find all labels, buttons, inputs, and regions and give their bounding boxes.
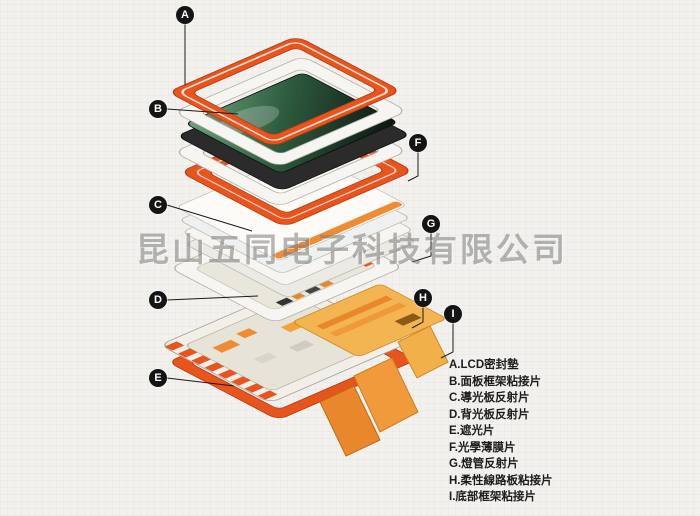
label-badge-i: I <box>444 305 462 323</box>
frame-pad <box>288 340 314 352</box>
connector-line-g <box>411 233 432 263</box>
connector-line-i <box>440 323 454 359</box>
label-badge-d: D <box>149 291 167 309</box>
flex-ribbons <box>319 325 449 457</box>
legend-item-e: E.遮光片 <box>449 425 495 437</box>
stripe <box>204 362 225 372</box>
label-badge-h: H <box>414 289 432 307</box>
component <box>303 285 321 294</box>
legend-item-b: B.面板框架粘接片 <box>449 375 541 388</box>
label-badge-c: C <box>149 196 167 214</box>
legend-item-d: D.背光板反射片 <box>449 408 530 421</box>
legend-item-h: H.柔性線路板粘接片 <box>449 474 553 487</box>
legend-item-c: C.導光板反射片 <box>449 392 530 404</box>
ribbon-center <box>353 357 419 433</box>
ribbon-right <box>397 325 449 379</box>
connector-line-b <box>166 108 239 115</box>
lcd-glass-shape <box>187 73 396 173</box>
connector-line-d <box>166 295 259 301</box>
label-badge-b: B <box>149 100 167 118</box>
stripe <box>257 390 278 400</box>
stripe <box>244 383 265 393</box>
legend-item-i: I.底部框架粘接片 <box>449 491 536 503</box>
stripe <box>231 376 251 386</box>
frame-pad <box>236 328 258 339</box>
stripe-band <box>164 341 278 400</box>
label-badge-e: E <box>149 369 167 387</box>
legend-item-a: A.LCD密封墊 <box>449 359 519 371</box>
label-badge-f: F <box>409 134 427 152</box>
gasket-frame-shape <box>172 38 397 145</box>
layer-flex-circuit <box>294 284 445 357</box>
film-orange-edge <box>272 201 403 259</box>
circuit-trace <box>329 302 407 337</box>
white-frame-shape <box>178 58 403 165</box>
label-badge-g: G <box>422 215 440 233</box>
component <box>318 279 334 288</box>
component <box>290 292 306 300</box>
connector-line-c <box>166 204 253 232</box>
frame-pad <box>253 352 278 364</box>
stripe <box>217 369 238 379</box>
ribbon-left <box>319 385 381 457</box>
stripe <box>178 348 198 358</box>
layer-gasket-top <box>172 38 397 145</box>
parts-legend: A.LCD密封墊 B.面板框架粘接片 C.導光板反射片 D.背光板反射片 E.遮… <box>449 357 649 506</box>
label-badge-a: A <box>176 6 194 24</box>
legend-item-g: G.燈管反射片 <box>449 458 519 470</box>
legend-item-f: F.光學薄膜片 <box>449 441 516 454</box>
connector-line-f <box>407 152 419 182</box>
stripe <box>191 355 211 365</box>
frame-pad <box>212 339 241 353</box>
circuit-trace <box>316 295 393 330</box>
layer-white-frame-1 <box>178 58 403 165</box>
connector-line-h <box>411 307 424 329</box>
gasket-highlight <box>181 42 388 141</box>
stripe <box>164 341 185 351</box>
component <box>275 297 294 306</box>
circuit-chip <box>394 313 422 326</box>
connector-line-e <box>166 377 235 387</box>
connector-lines <box>166 24 454 387</box>
